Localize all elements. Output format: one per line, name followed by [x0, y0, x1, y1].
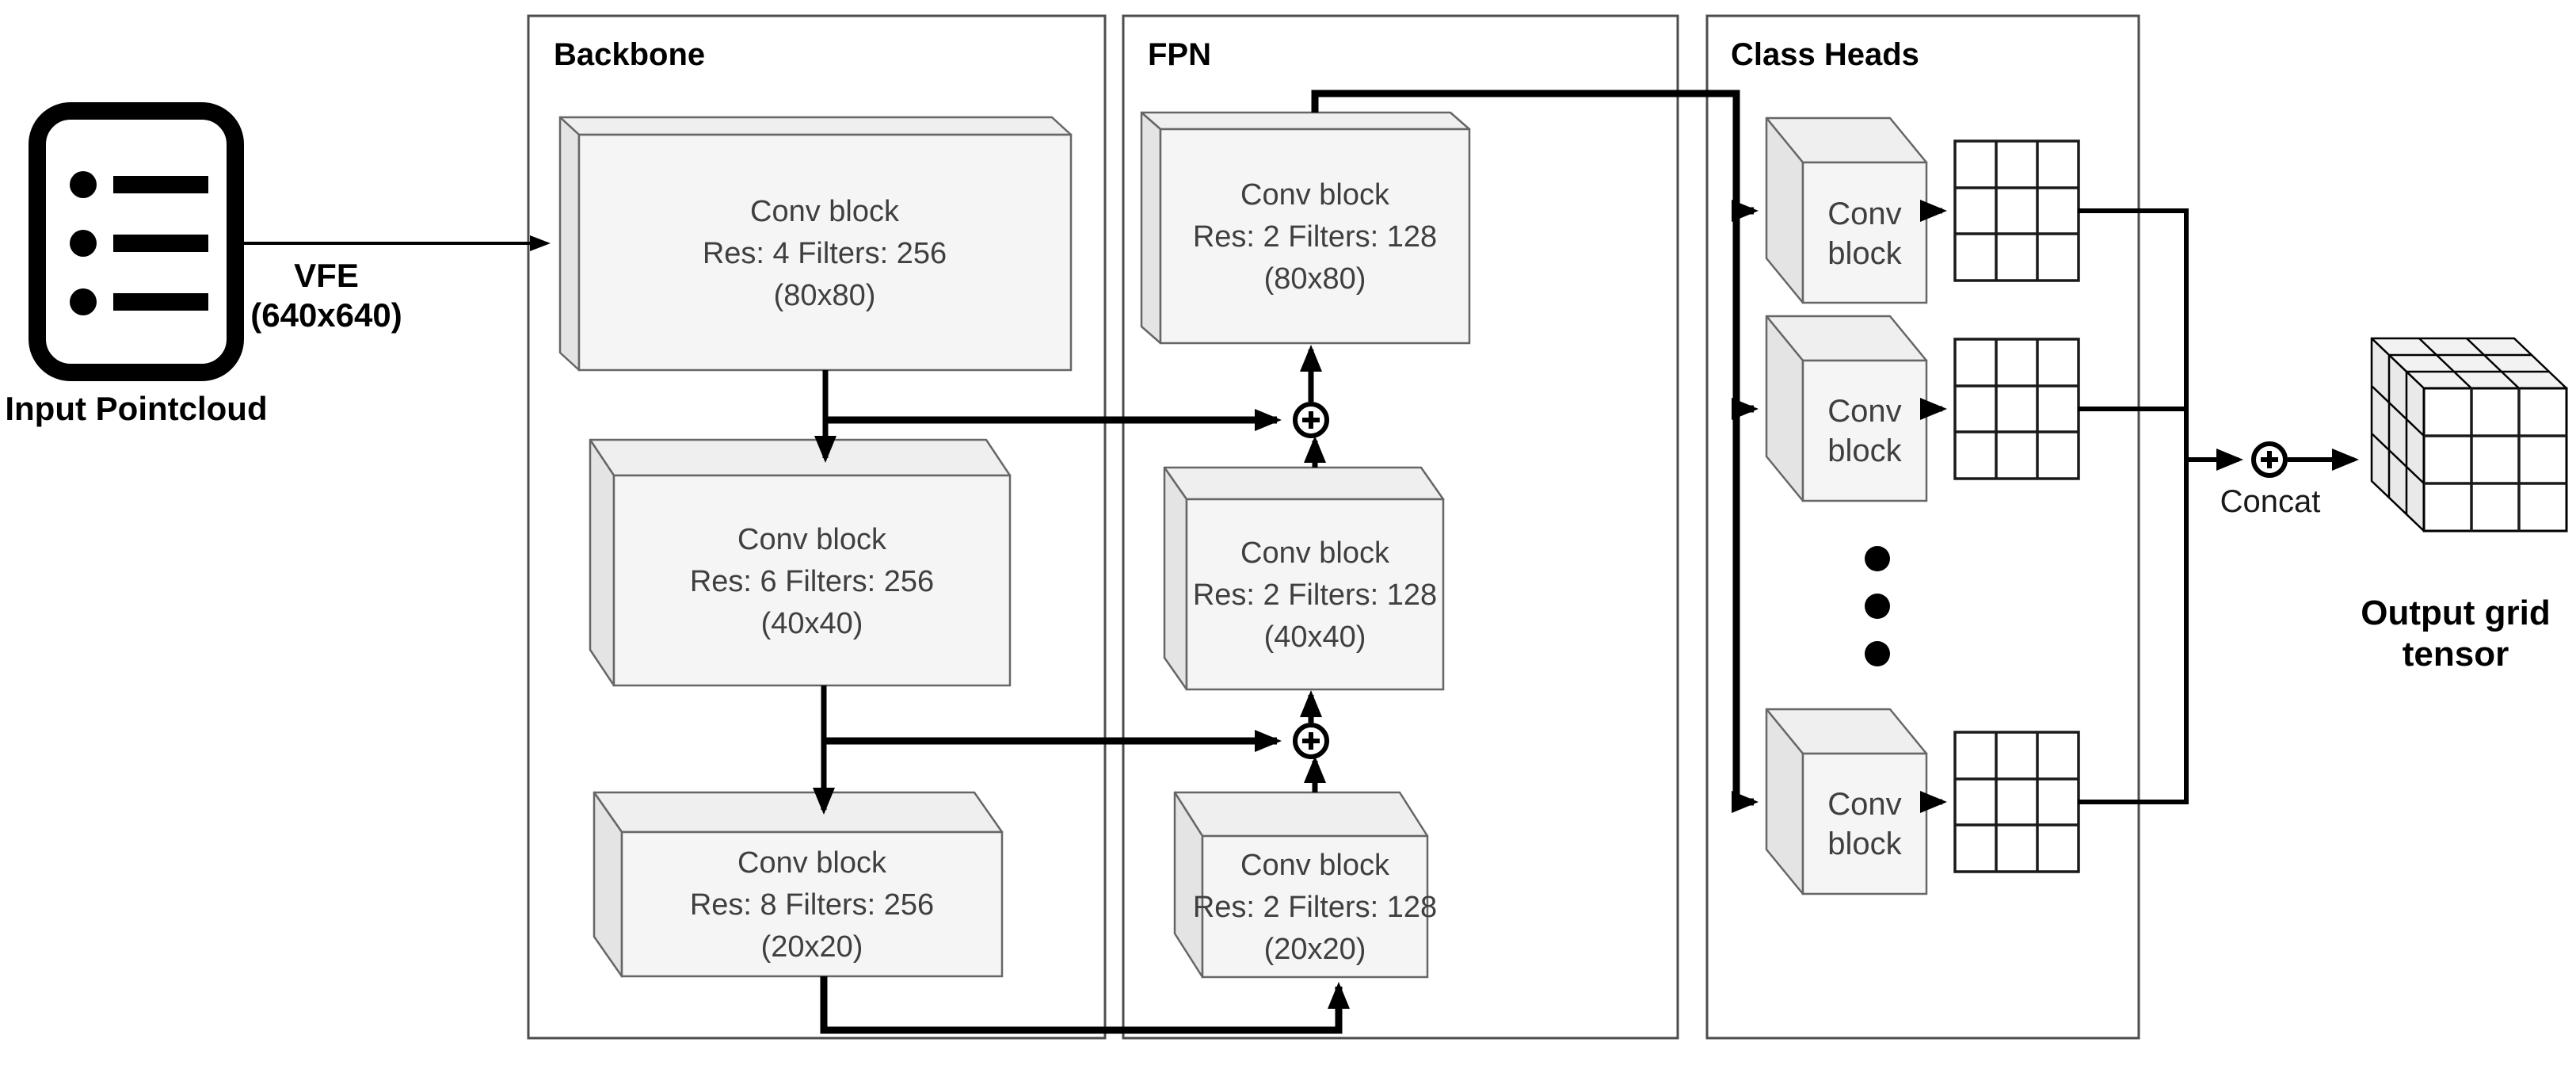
- list-bar-icon: [113, 293, 208, 311]
- output-grid-tensor-icon: [2370, 337, 2568, 533]
- head-output-grid-3: [1953, 731, 2080, 873]
- backbone-conv-block-1: Conv block Res: 4 Filters: 256 (80x80): [558, 116, 1073, 372]
- output-label-line: tensor: [2403, 635, 2509, 674]
- block-label-line: block: [1827, 827, 1902, 861]
- block-front-face: [1201, 834, 1429, 979]
- ellipsis-dot: [1865, 594, 1890, 619]
- block-label-line: block: [1827, 433, 1902, 468]
- head-output-grid-2: [1953, 338, 2080, 480]
- block-label-line: Conv block: [1240, 849, 1390, 882]
- block-side-face: [1140, 111, 1162, 345]
- list-bar-icon: [113, 176, 208, 193]
- block-top-face: [589, 438, 1012, 477]
- block-top-face: [558, 116, 1073, 136]
- wire-f1-to-heads-bus: [1311, 90, 1759, 813]
- block-top-face: [1163, 466, 1445, 501]
- backbone-conv-block-2: Conv block Res: 6 Filters: 256 (40x40): [589, 438, 1012, 687]
- list-bullet-icon: [70, 171, 97, 198]
- block-front-face: [620, 830, 1004, 978]
- block-label-line: Conv block: [737, 523, 887, 556]
- circle-plus-icon-concat: [2251, 441, 2288, 478]
- block-label-line: Res: 4 Filters: 256: [703, 237, 947, 270]
- input-pointcloud-label: Input Pointcloud: [5, 390, 267, 427]
- block-label-line: Res: 8 Filters: 256: [690, 888, 934, 922]
- vfe-label: VFE: [294, 257, 359, 294]
- ellipsis-dot: [1865, 546, 1890, 571]
- vfe-size-label: (640x640): [250, 296, 402, 334]
- backbone-conv-block-3: Conv block Res: 8 Filters: 256 (20x20): [593, 791, 1004, 978]
- fpn-conv-block-2: Conv block Res: 2 Filters: 128 (40x40): [1163, 466, 1445, 691]
- wire-grid-merge-bus: [2078, 208, 2189, 804]
- block-side-face: [589, 438, 615, 687]
- block-label-line: (40x40): [761, 607, 863, 640]
- block-side-face: [1163, 466, 1188, 691]
- block-label-line: Conv: [1827, 787, 1901, 822]
- block-front-face: [612, 474, 1012, 687]
- fpn-conv-block-1: Conv block Res: 2 Filters: 128 (80x80): [1140, 111, 1471, 345]
- fpn-conv-block-3: Conv block Res: 2 Filters: 128 (20x20): [1173, 791, 1437, 979]
- block-top-face: [1173, 791, 1429, 838]
- block-label-line: block: [1827, 236, 1902, 271]
- block-label-line: (20x20): [1264, 933, 1366, 966]
- head-conv-block-2: Conv block: [1765, 315, 1928, 502]
- head-output-grid-1: [1953, 139, 2080, 282]
- output-label-line: Output grid: [2361, 594, 2551, 632]
- concat-label: Concat: [2220, 484, 2321, 519]
- grid-frame: [1953, 338, 2080, 480]
- class-heads-title: Class Heads: [1731, 37, 1919, 72]
- block-front-face: [1159, 128, 1471, 345]
- block-label-line: Conv: [1827, 394, 1901, 429]
- block-label-line: Res: 2 Filters: 128: [1193, 891, 1437, 924]
- block-top-face: [1140, 111, 1471, 131]
- block-front-face: [1185, 498, 1445, 691]
- block-front-face: [1801, 161, 1928, 304]
- list-bullet-icon: [70, 230, 97, 257]
- ellipsis-dot: [1865, 641, 1890, 666]
- block-label-line: Res: 2 Filters: 128: [1193, 578, 1437, 612]
- block-front-face: [577, 133, 1073, 372]
- input-pointcloud-icon: [29, 102, 244, 381]
- block-front-face: [1801, 359, 1928, 502]
- vertical-ellipsis-icon: [1865, 546, 1890, 666]
- block-front-face: [1801, 752, 1928, 895]
- block-label-line: Conv block: [737, 846, 887, 880]
- list-bullet-icon: [70, 288, 97, 315]
- circle-plus-icon-sum1: [1293, 402, 1329, 438]
- cube-line: [2371, 385, 2425, 437]
- cube-line: [2466, 338, 2520, 389]
- block-label-line: (20x20): [761, 930, 863, 964]
- block-label-line: Conv block: [1240, 178, 1390, 212]
- list-bar-icon: [113, 235, 208, 252]
- backbone-title: Backbone: [554, 37, 705, 72]
- wire-b3-to-f3: [820, 976, 1350, 1034]
- cube-front-face: [2422, 387, 2568, 533]
- grid-frame: [1953, 139, 2080, 282]
- fpn-title: FPN: [1148, 37, 1211, 72]
- block-label-line: (80x80): [1264, 262, 1366, 296]
- block-label-line: Conv: [1827, 197, 1901, 231]
- block-label-line: Conv block: [750, 195, 900, 228]
- circle-plus-icon-sum2: [1293, 723, 1329, 759]
- block-label-line: Res: 6 Filters: 256: [690, 565, 934, 598]
- cube-line: [2418, 338, 2472, 389]
- block-label-line: (80x80): [774, 279, 876, 312]
- head-conv-block-1: Conv block: [1765, 116, 1928, 304]
- block-label-line: Conv block: [1240, 536, 1390, 570]
- head-conv-block-3: Conv block: [1765, 708, 1928, 895]
- block-side-face: [558, 116, 581, 372]
- cube-line: [2371, 433, 2425, 484]
- block-label-line: (40x40): [1264, 620, 1366, 654]
- grid-frame: [1953, 731, 2080, 873]
- block-label-line: Res: 2 Filters: 128: [1193, 220, 1437, 254]
- block-top-face: [593, 791, 1004, 834]
